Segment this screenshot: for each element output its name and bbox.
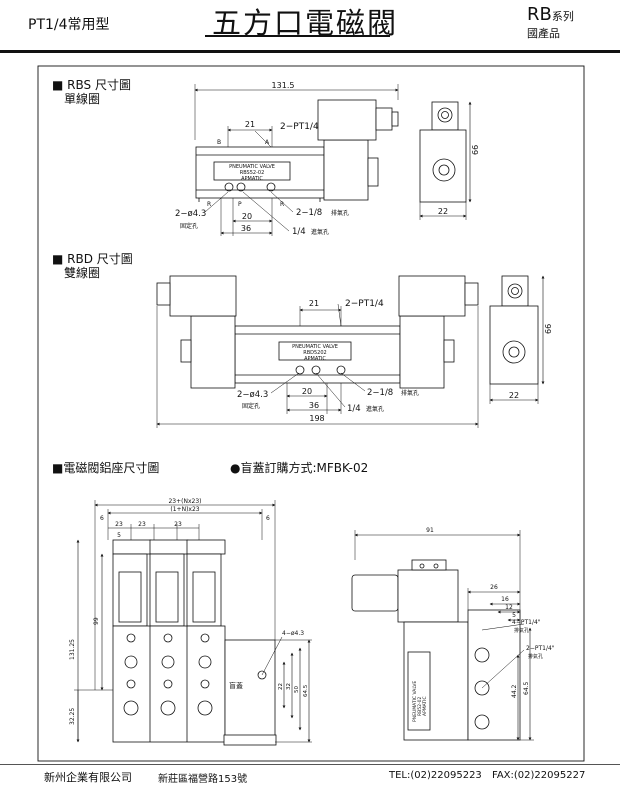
fax-number: FAX:(02)22095227 — [492, 770, 586, 781]
rbd-plate-line1: PNEUMATIC VALVE — [292, 344, 338, 350]
base-dim-50: 50 — [294, 686, 300, 693]
rbs-plate-line2: RBS52-02 — [240, 170, 265, 176]
rbd-inlet-note: 進氣孔 — [366, 405, 384, 413]
company-address: 新莊區福營路153號 — [158, 774, 248, 785]
rbd-plate-line3: APMATIC — [304, 356, 326, 362]
side-port2-note: 排氣孔 — [528, 653, 543, 660]
rbd-inlet: 1/4 — [347, 404, 361, 414]
rbs-port-r2: R — [280, 201, 284, 208]
rbs-dim-width: 131.5 — [272, 81, 295, 90]
base-dim-6b: 6 — [266, 515, 270, 522]
header-divider — [0, 50, 620, 53]
rbs-front-view — [194, 84, 399, 236]
side-port1: 4−PT1/4" — [512, 619, 541, 626]
rbs-exhaust-note: 排氣孔 — [331, 209, 349, 217]
rbd-mount: 2−ø4.3 — [237, 390, 268, 400]
base-dim-23a: 23 — [115, 521, 123, 528]
origin-label: 國產品 — [527, 27, 560, 40]
rbs-port-p: P — [238, 201, 242, 208]
rbd-front-view — [156, 275, 479, 428]
base-dim-23n23: 23+(Nx23) — [168, 498, 201, 505]
manifold-side-view — [351, 530, 534, 741]
side-plate-line1: PNEUMATIC VALVE — [412, 681, 418, 722]
side-plate-line3: APMATIC — [422, 696, 428, 716]
rbs-plate-line1: PNEUMATIC VALVE — [229, 164, 275, 170]
rbs-dim-36: 36 — [241, 224, 251, 233]
phone-number: TEL:(02)22095223 — [389, 770, 482, 781]
rbd-dim-22: 22 — [509, 391, 519, 400]
base-dim-99: 99 — [93, 617, 100, 625]
footer-divider — [0, 764, 620, 765]
model-label: RB系列 — [527, 4, 574, 25]
side-port1-note: 排氣孔 — [514, 627, 529, 634]
side-port2: 2−PT1/4" — [526, 645, 555, 652]
rbd-exhaust: 2−1/8 — [367, 388, 393, 398]
series-label: PT1/4常用型 — [28, 17, 110, 33]
base-dim-5: 5 — [117, 532, 121, 539]
rbs-dim-21: 21 — [245, 120, 255, 129]
manifold-base-front-view — [74, 500, 312, 746]
drawing-frame — [37, 65, 585, 762]
side-dim-12: 12 — [505, 604, 513, 611]
rbd-dim-198: 198 — [309, 414, 324, 423]
base-dim-1n23: (1+N)x23 — [170, 506, 199, 513]
side-dim-442: 44.2 — [511, 684, 518, 698]
rbd-side-view — [489, 275, 545, 404]
side-dim-5: 5 — [512, 612, 516, 619]
blind-cover-label: 盲蓋 — [229, 681, 243, 690]
rbs-inlet-note: 進氣孔 — [311, 228, 329, 236]
base-dim-645: 64.5 — [303, 684, 309, 697]
rbs-dim-66: 66 — [471, 145, 480, 155]
rbd-dim-20: 20 — [302, 387, 312, 396]
base-dim-6a: 6 — [100, 515, 104, 522]
model-code: RB — [527, 4, 552, 25]
rbs-dim-20: 20 — [242, 212, 252, 221]
rbd-port-pt: 2−PT1/4 — [345, 299, 384, 309]
rbs-mount-note: 固定孔 — [180, 222, 198, 230]
page-title: 五方口電磁閥 — [212, 6, 399, 40]
side-dim-645: 64.5 — [523, 681, 530, 695]
rbs-exhaust: 2−1/8 — [296, 208, 322, 218]
rbs-section-subtitle: 單線圈 — [64, 92, 101, 106]
blind-cover-order-title: ●盲蓋訂購方式:MFBK-02 — [230, 461, 369, 475]
rbs-section-title: ■ RBS 尺寸圖 — [52, 78, 131, 92]
base-dim-3225: 32.25 — [69, 708, 76, 725]
rbs-plate-line3: APMATIC — [241, 176, 263, 182]
base-mount: 4−ø4.3 — [282, 630, 304, 637]
rbd-dim-36: 36 — [309, 401, 319, 410]
base-dim-23b: 23 — [138, 521, 146, 528]
base-section-title: ■電磁閥鋁座尺寸圖 — [52, 461, 160, 475]
rbd-exhaust-note: 排氣孔 — [401, 389, 419, 397]
rbd-dim-66: 66 — [544, 324, 553, 334]
model-suffix: 系列 — [551, 10, 574, 23]
company-name: 新州企業有限公司 — [44, 771, 132, 784]
rbd-section-title: ■ RBD 尺寸圖 — [52, 252, 133, 266]
rbs-dim-22: 22 — [438, 207, 448, 216]
base-dim-23c: 23 — [174, 521, 182, 528]
rbd-mount-note: 固定孔 — [242, 402, 260, 410]
base-dim-13125: 131.25 — [69, 639, 76, 660]
title-underline — [205, 35, 390, 37]
rbs-side-view — [419, 101, 472, 220]
base-dim-32: 32 — [286, 683, 292, 690]
side-plate-line2: RB52-02 — [417, 697, 423, 716]
side-dim-91: 91 — [426, 527, 434, 534]
rbd-section-subtitle: 雙線圈 — [64, 266, 101, 280]
side-dim-16: 16 — [501, 596, 509, 603]
rbs-inlet: 1/4 — [292, 227, 306, 237]
rbd-plate-line2: RBD5202 — [303, 350, 326, 356]
base-dim-22: 22 — [278, 683, 284, 690]
rbs-port-a: A — [265, 139, 270, 146]
rbs-port-b: B — [217, 139, 221, 146]
rbs-mount: 2−ø4.3 — [175, 209, 206, 219]
rbs-port-pt: 2−PT1/4 — [280, 122, 319, 132]
side-dim-26: 26 — [490, 584, 498, 591]
rbs-port-r1: R — [207, 201, 211, 208]
rbd-dim-21: 21 — [309, 299, 319, 308]
